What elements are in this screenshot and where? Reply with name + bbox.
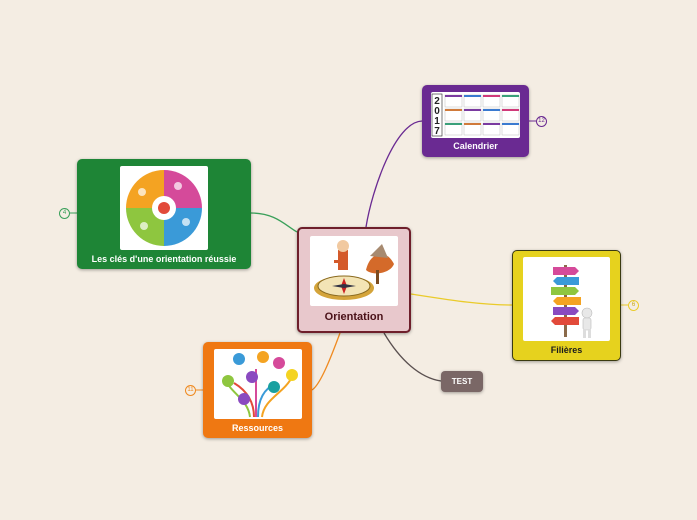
link-cles bbox=[251, 213, 297, 232]
central-topic-orientation[interactable]: Orientation bbox=[297, 227, 411, 333]
subtopic-count-badge-ressources[interactable]: 11 bbox=[185, 385, 196, 396]
topic-cles-orientation[interactable]: Les clés d'une orientation réussie bbox=[77, 159, 251, 269]
network-icons-image bbox=[214, 349, 302, 419]
central-topic-label: Orientation bbox=[325, 311, 384, 323]
topic-cles-label: Les clés d'une orientation réussie bbox=[92, 254, 237, 264]
subtopic-count-badge-cles[interactable]: 4 bbox=[59, 208, 70, 219]
subtopic-count-badge-filieres[interactable]: 6 bbox=[628, 300, 639, 311]
link-ressources bbox=[312, 333, 340, 390]
link-test bbox=[384, 333, 441, 381]
compass-illustration bbox=[310, 236, 398, 306]
circular-infographic-image bbox=[120, 166, 208, 250]
subtopic-count-badge-calendrier[interactable]: 12 bbox=[536, 116, 547, 127]
year-digit: 7 bbox=[434, 126, 440, 137]
topic-ressources[interactable]: Ressources bbox=[203, 342, 312, 438]
link-calendrier bbox=[366, 121, 422, 227]
topic-calendrier-label: Calendrier bbox=[453, 141, 498, 151]
topic-filieres[interactable]: Filières bbox=[512, 250, 621, 361]
topic-calendrier[interactable]: 2 0 1 7 Calendrier bbox=[422, 85, 529, 157]
signpost-image bbox=[523, 257, 610, 341]
topic-test[interactable]: TEST bbox=[441, 371, 483, 392]
topic-test-label: TEST bbox=[452, 377, 472, 386]
topic-ressources-label: Ressources bbox=[232, 423, 283, 433]
link-filieres bbox=[411, 294, 512, 305]
topic-filieres-label: Filières bbox=[551, 345, 583, 355]
calendar-2017-image: 2 0 1 7 bbox=[431, 92, 520, 138]
